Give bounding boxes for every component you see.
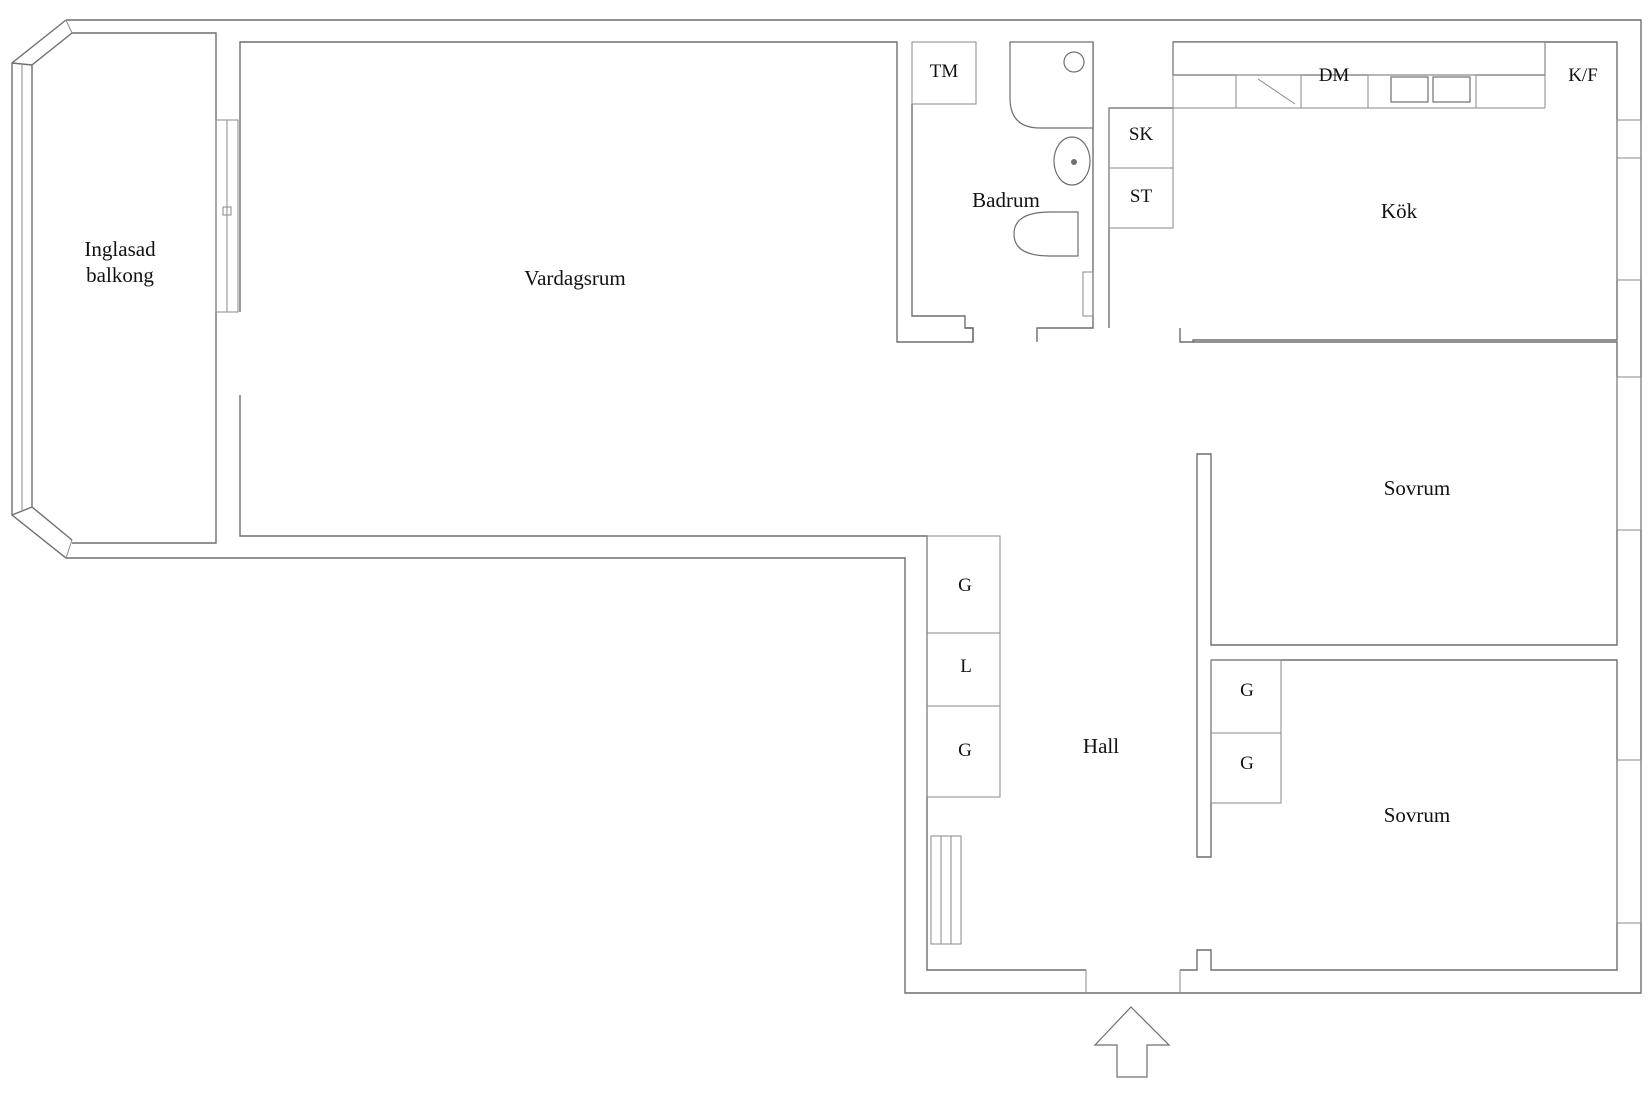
living-room-walls: [239, 41, 1086, 971]
label-kf: K/F: [1568, 65, 1598, 86]
shower-drain: [1063, 51, 1085, 73]
toilet: [1013, 211, 1079, 257]
label-hall-g2: G: [958, 740, 972, 761]
balcony-walls: [72, 32, 239, 544]
label-bedroom-2: Sovrum: [1383, 803, 1451, 827]
bedroom-2-walls: [1180, 659, 1642, 971]
label-bedroom-1: Sovrum: [1383, 476, 1451, 500]
label-st: ST: [1129, 186, 1153, 207]
label-hall-g1: G: [958, 575, 972, 596]
outer-walls: [11, 19, 1642, 994]
label-bathroom: Badrum: [972, 188, 1040, 212]
label-hall: Hall: [1082, 734, 1120, 758]
hall-walls: [926, 535, 1181, 993]
bathroom-walls: [911, 41, 1094, 342]
kitchen-walls: [1108, 41, 1642, 343]
label-tm: TM: [929, 61, 959, 82]
label-bed-g1: G: [1240, 680, 1254, 701]
label-bed-g2: G: [1240, 753, 1254, 774]
label-sk: SK: [1128, 124, 1154, 145]
label-balcony: Inglasad balkong: [84, 237, 156, 287]
label-kitchen: Kök: [1380, 199, 1418, 223]
label-hall-l: L: [960, 656, 972, 677]
bedroom-1-walls: [1193, 341, 1642, 858]
label-living-room: Vardagsrum: [524, 266, 626, 290]
kitchen-counter: [1172, 41, 1546, 76]
label-dm: DM: [1318, 65, 1350, 86]
entrance-arrow-icon: [1093, 1006, 1171, 1078]
